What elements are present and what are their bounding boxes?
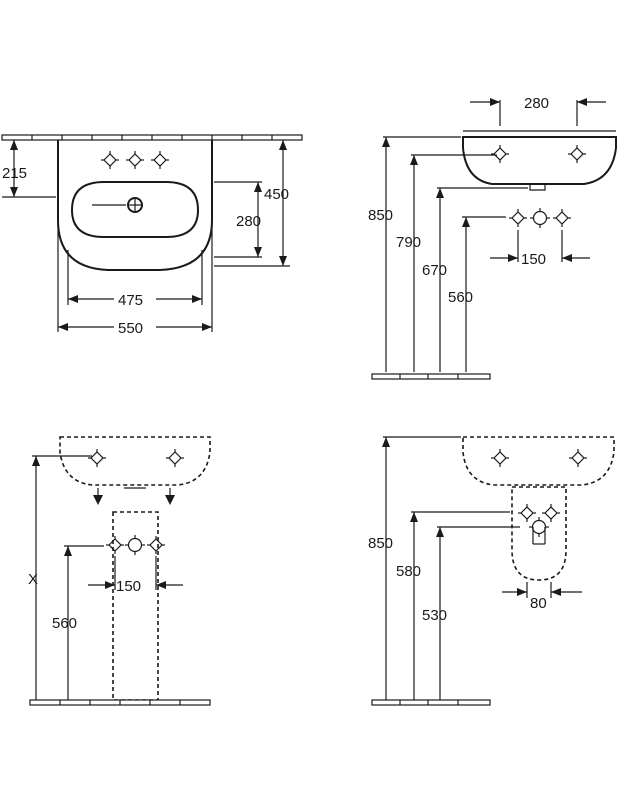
tap-hole-icon bbox=[508, 208, 528, 228]
dim-550-label: 550 bbox=[118, 320, 143, 337]
dim-280-label: 280 bbox=[236, 213, 261, 230]
fixing-hole-icon bbox=[567, 144, 587, 164]
top-view: 215 450 280 475 550 bbox=[1, 134, 303, 337]
tap-hole-icon bbox=[517, 503, 537, 523]
fixing-hole-icon bbox=[490, 448, 510, 468]
floor-strip-semi-pedestal bbox=[371, 699, 491, 706]
dim-215-label: 215 bbox=[2, 165, 27, 182]
tap-hole-icon bbox=[150, 150, 170, 170]
dim-475-label: 475 bbox=[118, 292, 143, 309]
fixing-hole-icon bbox=[490, 144, 510, 164]
dim-150-label: 150 bbox=[116, 578, 141, 595]
tap-hole-icon bbox=[528, 516, 550, 538]
tap-hole-icon bbox=[105, 535, 125, 555]
tap-hole-icon bbox=[125, 150, 145, 170]
dim-530-label: 530 bbox=[422, 607, 447, 624]
basin-outline-side bbox=[462, 136, 617, 185]
wall-strip-top bbox=[1, 134, 303, 141]
basin-dashed-outline bbox=[59, 436, 211, 486]
semi-pedestal-view: 850 580 530 80 bbox=[368, 436, 615, 706]
pedestal-dashed-outline bbox=[112, 511, 159, 701]
floor-strip-side bbox=[371, 373, 491, 380]
dim-80-label: 80 bbox=[530, 595, 547, 612]
dim-280-label: 280 bbox=[524, 95, 549, 112]
semi-pedestal-dashed-outline bbox=[511, 486, 567, 581]
tap-hole-icon bbox=[100, 150, 120, 170]
dim-560-label: 560 bbox=[52, 615, 77, 632]
dim-580-label: 580 bbox=[396, 563, 421, 580]
dim-x-label: X bbox=[28, 571, 38, 588]
dim-560-label: 560 bbox=[448, 289, 473, 306]
tap-hole-icon bbox=[146, 535, 166, 555]
basin-outline-top bbox=[57, 140, 213, 271]
dim-450-label: 450 bbox=[264, 186, 289, 203]
bowl-outline bbox=[70, 181, 200, 238]
dim-850-label: 850 bbox=[368, 535, 393, 552]
tap-hole-icon bbox=[124, 534, 146, 556]
floor-strip-pedestal bbox=[29, 699, 211, 706]
basin-dashed-outline bbox=[462, 436, 615, 486]
fixing-hole-icon bbox=[87, 448, 107, 468]
fixing-hole-icon bbox=[568, 448, 588, 468]
fixing-hole-icon bbox=[165, 448, 185, 468]
tap-hole-icon bbox=[552, 208, 572, 228]
dim-150-label: 150 bbox=[521, 251, 546, 268]
dim-790-label: 790 bbox=[396, 234, 421, 251]
tap-hole-icon bbox=[529, 207, 551, 229]
tap-hole-icon bbox=[541, 503, 561, 523]
dim-670-label: 670 bbox=[422, 262, 447, 279]
side-view: 280 850 790 670 560 bbox=[368, 95, 617, 380]
dim-850-label: 850 bbox=[368, 207, 393, 224]
pedestal-view: X 560 150 bbox=[28, 436, 211, 706]
